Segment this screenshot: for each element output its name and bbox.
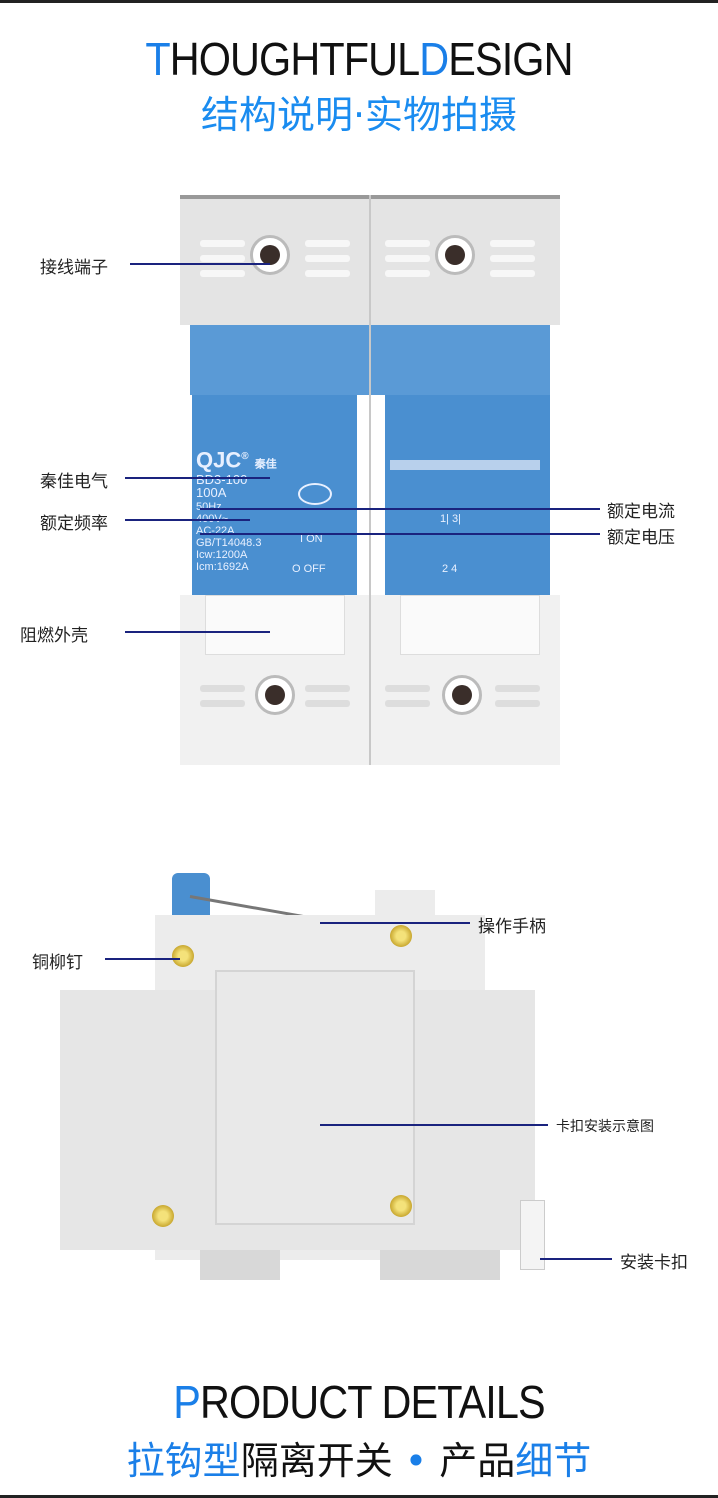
title-text: HOUGHTFUL xyxy=(169,33,420,85)
label-mounting-clip: 安装卡扣 xyxy=(620,1253,688,1273)
label-frequency: 额定频率 xyxy=(40,514,108,534)
contact-diagram: 1| 3| xyxy=(440,513,462,525)
page-title: THOUGHTFULDESIGN xyxy=(36,32,682,86)
label-terminal: 接线端子 xyxy=(40,258,108,278)
brand-logo: QJC® 秦佳 xyxy=(196,447,277,473)
terminal-screw-icon xyxy=(442,675,482,715)
label-rated-voltage: 额定电压 xyxy=(607,528,675,548)
copper-rivet-icon xyxy=(152,1205,174,1227)
pole-panel-right xyxy=(385,395,550,595)
title-accent: D xyxy=(419,33,449,85)
title-text: ESIGN xyxy=(448,33,573,85)
label-copper-rivet: 铜柳钉 xyxy=(32,953,83,973)
label-rated-current: 额定电流 xyxy=(607,502,675,522)
title-text: RODUCT DETAILS xyxy=(199,1376,546,1428)
bottom-border xyxy=(0,1495,718,1498)
breaker-side-view xyxy=(60,870,550,1290)
on-indicator: I ON xyxy=(300,533,323,545)
installation-diagram xyxy=(215,970,415,1225)
contact-diagram: 2 4 xyxy=(442,563,458,575)
footer-subtitle: 拉钩型隔离开关 • 产品细节 xyxy=(126,1439,592,1483)
terminal-screw-icon xyxy=(250,235,290,275)
off-indicator: O OFF xyxy=(292,563,326,575)
label-strip xyxy=(390,460,540,470)
label-install-diagram: 卡扣安装示意图 xyxy=(556,1119,654,1135)
copper-rivet-icon xyxy=(390,1195,412,1217)
model-number: BD3-100 xyxy=(196,472,248,487)
label-brand: 秦佳电气 xyxy=(40,472,108,492)
terminal-screw-icon xyxy=(255,675,295,715)
terminal-screw-icon xyxy=(435,235,475,275)
page-subtitle: 结构说明·实物拍摄 xyxy=(200,93,518,137)
copper-rivet-icon xyxy=(172,945,194,967)
handle-cover xyxy=(205,595,345,655)
rated-current: 100A xyxy=(196,485,227,500)
handle-cover xyxy=(400,595,540,655)
label-housing: 阻燃外壳 xyxy=(20,626,88,646)
copper-rivet-icon xyxy=(390,925,412,947)
title-accent: T xyxy=(145,33,170,85)
top-border xyxy=(0,0,718,3)
title-accent: P xyxy=(173,1376,201,1428)
footer-title: PRODUCT DETAILS xyxy=(36,1375,682,1429)
ccc-mark-icon xyxy=(298,483,332,505)
mounting-clip xyxy=(520,1200,545,1270)
label-handle: 操作手柄 xyxy=(478,917,546,937)
